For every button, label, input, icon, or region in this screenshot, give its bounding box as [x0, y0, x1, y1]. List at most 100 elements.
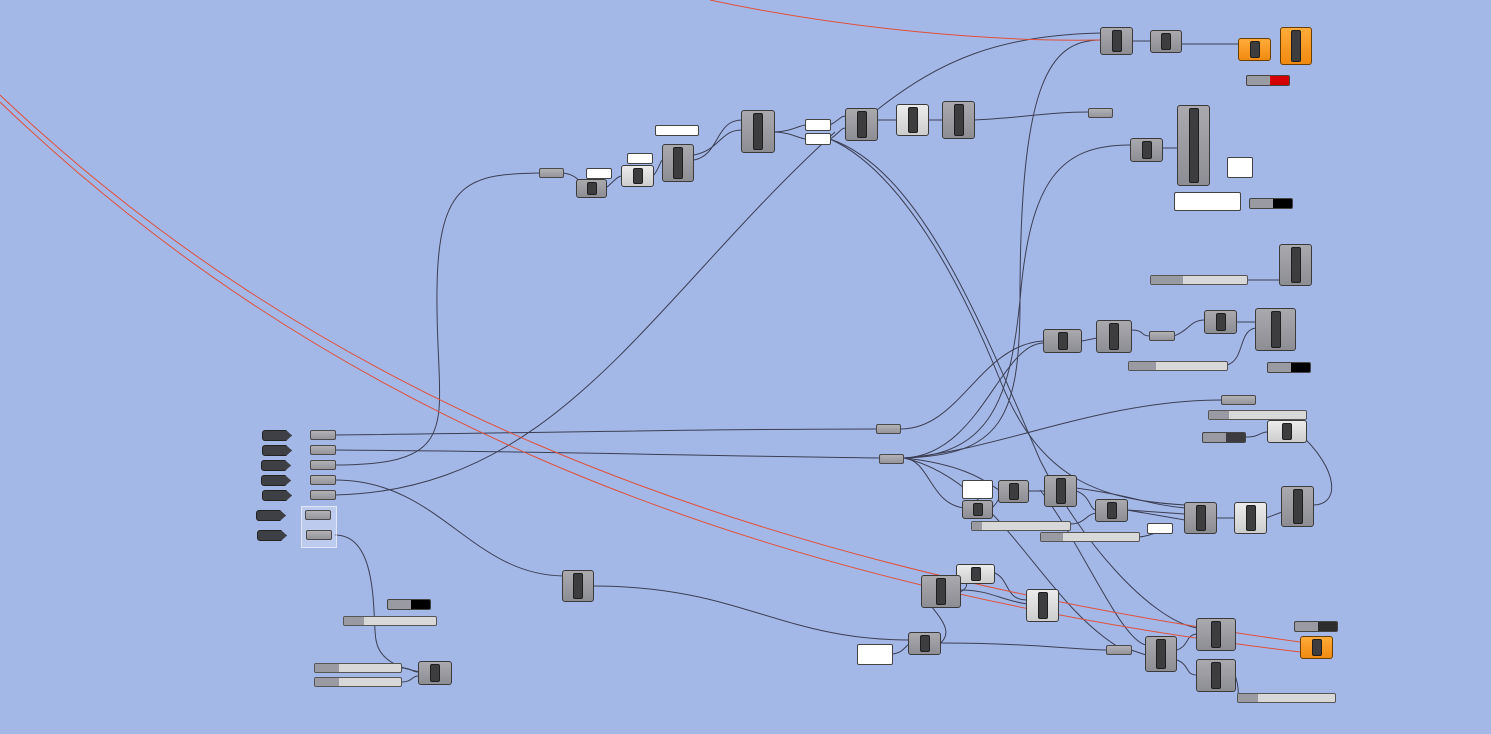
component-capsule-icon[interactable]: [1300, 636, 1333, 659]
component-capsule-icon[interactable]: [845, 108, 878, 141]
panel-icon[interactable]: [1227, 157, 1253, 178]
component-capsule-icon[interactable]: [1150, 30, 1182, 53]
component-capsule-icon[interactable]: [1177, 105, 1210, 186]
wire: [903, 457, 966, 509]
component-capsule-icon[interactable]: [1238, 38, 1271, 61]
component-capsule-icon[interactable]: [1234, 502, 1267, 534]
wire: [334, 479, 565, 577]
wire: [773, 131, 807, 140]
component-capsule-icon[interactable]: [962, 500, 993, 519]
color-swatch-icon[interactable]: [1267, 362, 1311, 373]
component-capsule-icon[interactable]: [1280, 27, 1312, 65]
panel-icon[interactable]: [962, 480, 993, 499]
panel-icon[interactable]: [1174, 192, 1241, 211]
wire: [903, 342, 1044, 459]
wire: [1075, 490, 1097, 511]
color-swatch-icon[interactable]: [1294, 621, 1338, 632]
input-tag-icon[interactable]: [262, 490, 292, 501]
number-slider-icon[interactable]: [314, 677, 402, 687]
param-node[interactable]: [306, 530, 332, 540]
component-capsule-icon[interactable]: [1100, 27, 1133, 55]
component-capsule-icon[interactable]: [1095, 499, 1128, 522]
component-capsule-icon[interactable]: [921, 575, 961, 608]
param-node[interactable]: [310, 475, 336, 485]
color-swatch-icon[interactable]: [1249, 198, 1293, 209]
wire: [401, 675, 419, 683]
component-capsule-icon[interactable]: [621, 165, 654, 187]
param-node[interactable]: [1088, 108, 1113, 118]
input-tag-icon[interactable]: [261, 475, 291, 486]
param-node[interactable]: [539, 168, 564, 178]
panel-icon[interactable]: [805, 133, 831, 145]
panel-icon[interactable]: [586, 168, 612, 179]
wire: [773, 124, 807, 133]
wire: [959, 589, 1028, 605]
number-slider-icon[interactable]: [343, 616, 437, 626]
component-capsule-icon[interactable]: [1026, 589, 1059, 622]
param-node[interactable]: [310, 490, 336, 500]
wire: [1130, 329, 1151, 337]
param-node[interactable]: [876, 424, 901, 434]
panel-icon[interactable]: [655, 125, 699, 136]
number-slider-icon[interactable]: [1040, 532, 1140, 542]
component-capsule-icon[interactable]: [662, 144, 694, 182]
panel-icon[interactable]: [627, 153, 653, 164]
param-node[interactable]: [305, 510, 331, 520]
param-node[interactable]: [1149, 331, 1175, 341]
wire: [334, 172, 541, 466]
color-swatch-icon[interactable]: [387, 599, 431, 610]
component-capsule-icon[interactable]: [1145, 636, 1177, 672]
number-slider-icon[interactable]: [314, 663, 402, 673]
component-capsule-icon[interactable]: [1204, 310, 1237, 334]
number-slider-icon[interactable]: [971, 521, 1071, 531]
wire: [1126, 509, 1186, 521]
component-capsule-icon[interactable]: [908, 632, 941, 655]
component-capsule-icon[interactable]: [1281, 486, 1314, 527]
component-capsule-icon[interactable]: [1044, 475, 1077, 507]
component-capsule-icon[interactable]: [1184, 502, 1217, 534]
component-capsule-icon[interactable]: [1043, 329, 1082, 353]
panel-icon[interactable]: [1147, 523, 1173, 534]
component-capsule-icon[interactable]: [1279, 244, 1312, 286]
component-capsule-icon[interactable]: [998, 480, 1029, 503]
param-node[interactable]: [310, 445, 336, 455]
component-capsule-icon[interactable]: [1096, 320, 1132, 353]
param-node[interactable]: [1221, 395, 1256, 405]
wire: [903, 399, 1223, 459]
wire: [973, 111, 1089, 121]
component-capsule-icon[interactable]: [1267, 420, 1307, 443]
param-node[interactable]: [310, 460, 336, 470]
wire: [1265, 511, 1283, 519]
wire: [1130, 649, 1147, 656]
component-capsule-icon[interactable]: [418, 661, 452, 685]
color-swatch-icon[interactable]: [1246, 75, 1290, 86]
component-capsule-icon[interactable]: [1196, 618, 1236, 651]
component-capsule-icon[interactable]: [896, 104, 929, 136]
input-tag-icon[interactable]: [257, 530, 287, 541]
param-node[interactable]: [310, 430, 336, 440]
panel-icon[interactable]: [857, 644, 893, 665]
input-tag-icon[interactable]: [256, 510, 286, 521]
wire: [1245, 431, 1268, 438]
component-capsule-icon[interactable]: [1255, 308, 1296, 351]
component-capsule-icon[interactable]: [1196, 659, 1236, 692]
component-capsule-icon[interactable]: [576, 179, 607, 198]
param-node[interactable]: [1106, 645, 1132, 655]
input-tag-icon[interactable]: [261, 460, 291, 471]
input-tag-icon[interactable]: [262, 445, 292, 456]
component-capsule-icon[interactable]: [562, 570, 594, 602]
panel-icon[interactable]: [805, 119, 831, 131]
component-capsule-icon[interactable]: [741, 110, 775, 153]
number-slider-icon[interactable]: [1128, 361, 1228, 371]
component-capsule-icon[interactable]: [1130, 138, 1163, 162]
number-slider-icon[interactable]: [1150, 275, 1248, 285]
wire: [693, 119, 743, 161]
component-capsule-icon[interactable]: [956, 564, 995, 584]
param-node[interactable]: [879, 454, 904, 464]
color-swatch-icon[interactable]: [1202, 432, 1246, 443]
input-tag-icon[interactable]: [262, 430, 292, 441]
number-slider-icon[interactable]: [1237, 693, 1336, 703]
component-capsule-icon[interactable]: [942, 101, 975, 139]
number-slider-icon[interactable]: [1208, 410, 1307, 420]
